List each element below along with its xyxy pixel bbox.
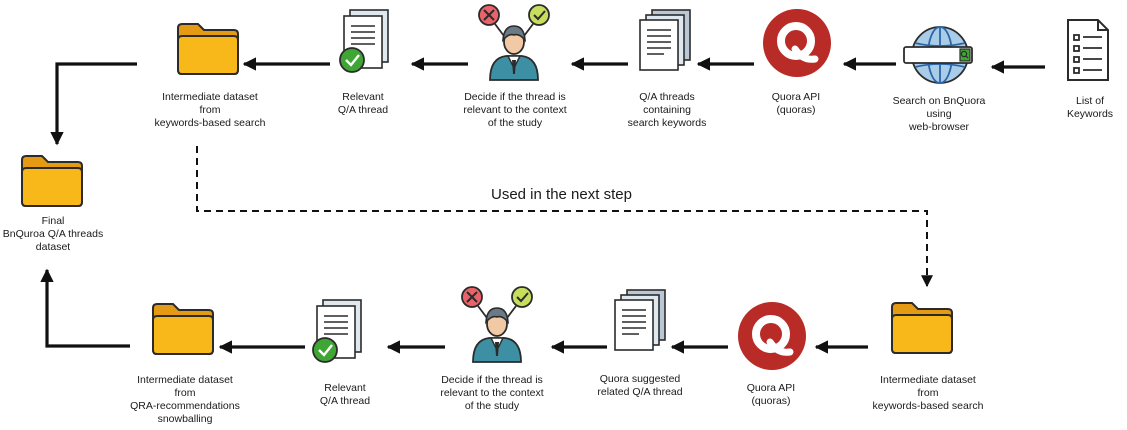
suggested-thread-label: Quora suggested related Q/A thread: [597, 373, 683, 398]
checklist-icon: [1067, 19, 1109, 81]
documents-icon: [614, 289, 666, 351]
documents-icon: [639, 9, 691, 71]
intermediate-dataset-label: Intermediate dataset from keywords-based…: [154, 91, 266, 129]
intermediate-output-label: Intermediate dataset from QRA-recommenda…: [130, 374, 240, 425]
used-in-next-step-note: Used in the next step: [491, 186, 632, 203]
decide-relevance-label: Decide if the thread is relevant to the …: [440, 374, 544, 412]
final-dataset-label: Final BnQuroa Q/A threads dataset: [2, 215, 104, 253]
decide-relevance-label: Decide if the thread is relevant to the …: [463, 91, 567, 129]
web-browser-search-icon: [903, 26, 973, 84]
quora-logo-icon: [763, 9, 831, 77]
quora-api-label: Quora API (quoras): [771, 91, 821, 116]
relevant-thread-label: Relevant Q/A thread: [319, 382, 371, 407]
quora-logo-icon: [738, 302, 806, 370]
person-decision-icon: [478, 4, 550, 81]
document-check-icon: [311, 298, 363, 364]
qa-threads-label: Q/A threads containing search keywords: [627, 91, 707, 129]
intermediate-input-label: Intermediate dataset from keywords-based…: [872, 374, 984, 412]
folder-icon: [177, 23, 239, 75]
relevant-thread-label: Relevant Q/A thread: [337, 91, 389, 116]
flow-arrow-to-final: [50, 62, 137, 146]
person-decision-icon: [461, 286, 533, 363]
folder-icon: [891, 302, 953, 354]
dashed-connector: [196, 146, 933, 288]
list-of-keywords-label: List of Keywords: [1066, 95, 1114, 120]
search-bnquora-label: Search on BnQuora using web-browser: [892, 95, 986, 133]
flow-arrow-to-final: [40, 268, 130, 348]
document-check-icon: [338, 8, 390, 74]
folder-icon: [152, 303, 214, 355]
quora-api-label: Quora API (quoras): [746, 382, 796, 407]
final-folder-icon: [21, 155, 83, 207]
